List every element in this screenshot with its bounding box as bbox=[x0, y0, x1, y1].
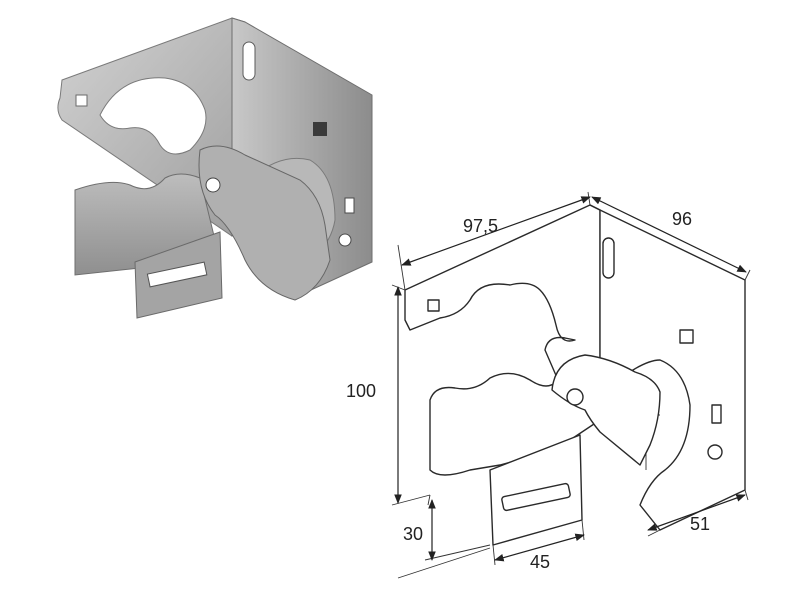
drawing-bolt-hole bbox=[566, 388, 584, 406]
drawing-front-right-plate bbox=[551, 354, 661, 466]
drawing-side-round-hole bbox=[707, 444, 723, 460]
bracket-drawing bbox=[404, 204, 746, 546]
dim-label-height: 100 bbox=[346, 381, 376, 401]
dim-label-width: 97,5 bbox=[463, 216, 498, 236]
bracket-tab-slot bbox=[146, 261, 208, 288]
dim-label-tab-width: 45 bbox=[530, 552, 550, 572]
drawing-side-square-hole bbox=[679, 329, 694, 344]
drawing-back-square-hole bbox=[427, 299, 440, 312]
drawing-side-plate bbox=[589, 204, 746, 531]
bracket-side-slot bbox=[242, 41, 256, 81]
bracket-back-square-hole bbox=[75, 94, 88, 107]
bracket-side-round-hole bbox=[338, 233, 352, 247]
drawing-back-plate bbox=[404, 204, 601, 476]
bracket-front-right-plate bbox=[198, 145, 331, 301]
drawing-tab-slot bbox=[501, 482, 571, 512]
dim-label-tab-height: 30 bbox=[403, 524, 423, 544]
bracket-photo bbox=[57, 17, 373, 319]
dim-label-lower-offset: 51 bbox=[690, 514, 710, 534]
bracket-bolt-hole bbox=[205, 177, 221, 193]
bracket-side-small-slot bbox=[344, 197, 355, 214]
drawing-side-slot bbox=[602, 237, 615, 279]
drawing-side-small-slot bbox=[711, 404, 722, 424]
bracket-back-cutout bbox=[99, 77, 207, 155]
dimension-lines bbox=[391, 191, 751, 579]
bracket-side-square-hole bbox=[313, 122, 327, 136]
dim-label-depth: 96 bbox=[672, 209, 692, 229]
